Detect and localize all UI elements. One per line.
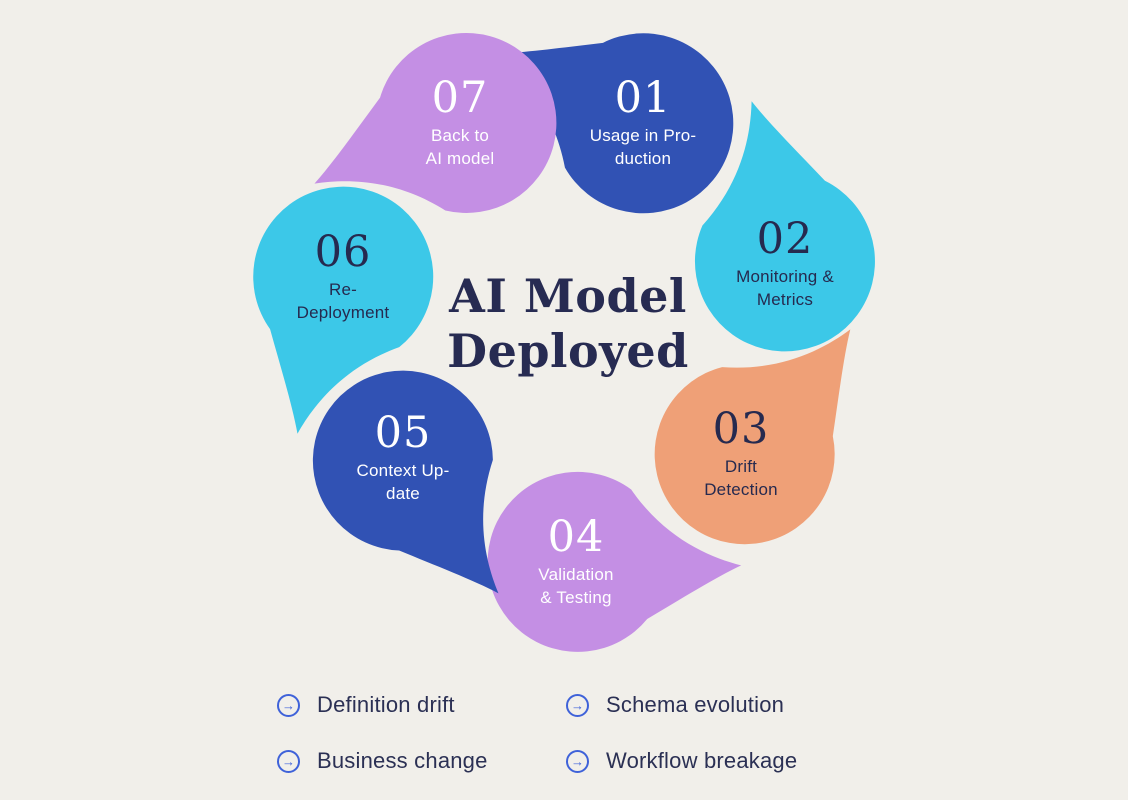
legend-item: → Workflow breakage bbox=[566, 748, 797, 774]
legend-item-label: Business change bbox=[317, 748, 488, 773]
petal-05-shape bbox=[312, 370, 499, 594]
petal-01-shape bbox=[495, 33, 734, 214]
legend-item-label: Definition drift bbox=[317, 692, 455, 717]
petal-02-shape bbox=[694, 101, 875, 352]
legend-item: → Business change bbox=[277, 748, 566, 774]
legend: → Definition drift → Schema evolution → … bbox=[277, 692, 797, 774]
legend-item-label: Workflow breakage bbox=[606, 748, 798, 773]
petal-04-shape bbox=[487, 471, 742, 652]
circle-arrow-right-icon: → bbox=[566, 693, 589, 717]
circle-arrow-right-icon: → bbox=[277, 749, 300, 773]
circle-arrow-right-icon: → bbox=[277, 693, 300, 717]
petal-03-shape bbox=[654, 329, 851, 545]
petal-07-shape bbox=[314, 32, 557, 213]
petal-06-shape bbox=[253, 186, 434, 434]
legend-item: → Definition drift bbox=[277, 692, 566, 718]
circle-arrow-right-icon: → bbox=[566, 749, 589, 773]
legend-item-label: Schema evolution bbox=[606, 692, 785, 717]
page-title: AI Model Deployed bbox=[447, 268, 689, 378]
legend-item: → Schema evolution bbox=[566, 692, 797, 718]
